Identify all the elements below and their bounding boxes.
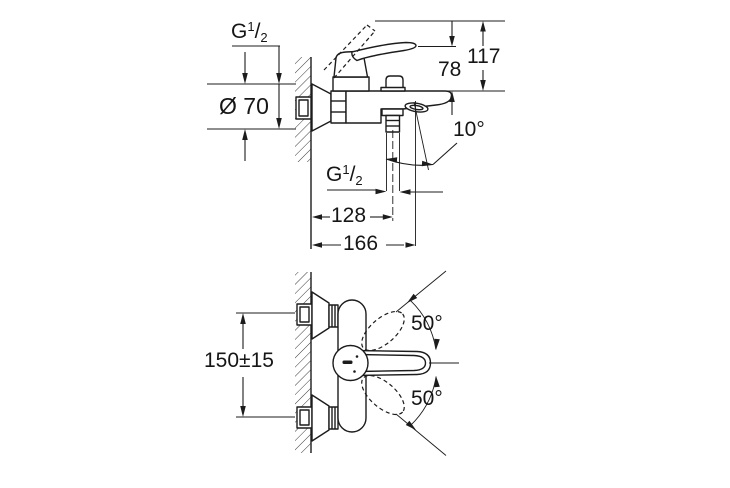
thread-base: G: [326, 163, 343, 186]
plan-view-faucet: [296, 291, 432, 442]
dim-label-thread-inlet: G1/2: [231, 20, 268, 45]
thread-base: G: [231, 20, 248, 43]
thread-denominator: 2: [260, 30, 268, 45]
dim-label-thread-shower-outlet: G1/2: [326, 163, 363, 188]
lever-arm: [351, 41, 417, 62]
side-view-wall: [295, 57, 312, 249]
dim-label-lever-height-open: 117: [467, 45, 501, 68]
thread-numerator: 1: [247, 19, 255, 34]
side-view-faucet: [295, 24, 453, 133]
diverter-knob: [385, 75, 404, 89]
dim-label-escutcheon-diameter: Ø 70: [219, 93, 269, 119]
escutcheon-side: [311, 83, 332, 132]
dim-label-spout-projection: 166: [343, 232, 379, 255]
handle-ghost-lower: [361, 374, 405, 416]
thread-separator: /: [254, 20, 261, 43]
dim-label-inlet-center-distance: 150±15: [204, 349, 274, 372]
plan-view-arrowheads: [240, 293, 440, 430]
side-view-arrowheads: [242, 21, 486, 248]
plan-view-dimensions: [236, 270, 459, 456]
lever-raised-ghost: [323, 24, 376, 79]
side-view-dimensions: [207, 20, 505, 246]
thread-separator: /: [349, 163, 356, 186]
dim-label-handle-swing-upper: 50°: [411, 312, 443, 335]
thread-numerator: 1: [342, 162, 350, 177]
dim-label-shower-outlet-projection: 128: [331, 204, 367, 227]
dim-label-lever-height-closed: 78: [438, 58, 462, 81]
handle-ghost-upper: [361, 310, 405, 352]
thread-denominator: 2: [355, 173, 363, 188]
dim-label-handle-swing-lower: 50°: [411, 387, 443, 410]
dim-label-spout-angle: 10°: [453, 118, 485, 141]
